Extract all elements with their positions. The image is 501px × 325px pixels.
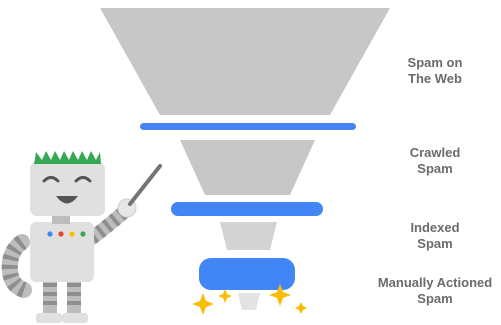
funnel-tier-crawled — [180, 140, 315, 195]
stage-label-crawled-line2: Spam — [365, 161, 501, 177]
stage-label-indexed: Indexed Spam — [365, 220, 501, 252]
filter-bar-1 — [140, 123, 356, 130]
stage-label-actioned-line2: Spam — [365, 291, 501, 307]
stage-label-actioned-line1: Manually Actioned — [365, 275, 501, 291]
stage-label-indexed-line2: Spam — [365, 236, 501, 252]
robot-body — [30, 222, 94, 282]
stage-label-web-line2: The Web — [365, 71, 501, 87]
stage-label-web-line1: Spam on — [365, 55, 501, 71]
robot-mascot-icon — [10, 151, 160, 323]
stage-label-actioned: Manually Actioned Spam — [365, 275, 501, 307]
pointer-stick-icon — [130, 166, 160, 204]
stage-label-crawled-line1: Crawled — [365, 145, 501, 161]
filter-bar-2 — [171, 202, 323, 216]
stage-label-indexed-line1: Indexed — [365, 220, 501, 236]
robot-left-arm — [10, 242, 24, 290]
stage-label-crawled: Crawled Spam — [365, 145, 501, 177]
filter-bar-3 — [199, 258, 295, 290]
funnel-tier-actioned — [238, 293, 260, 310]
robot-hair — [34, 151, 101, 164]
stage-label-web: Spam on The Web — [365, 55, 501, 87]
funnel-tier-indexed — [220, 222, 277, 250]
funnel-tier-web — [100, 8, 390, 115]
robot-legs — [36, 280, 88, 323]
robot-head — [30, 162, 105, 216]
